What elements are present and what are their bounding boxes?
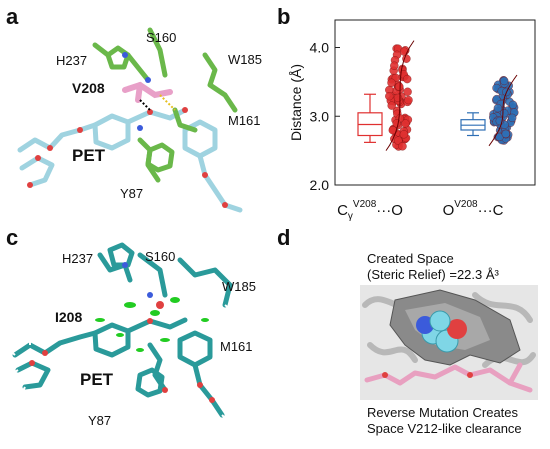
data-point [394, 136, 403, 145]
label-y87-c: Y87 [88, 413, 112, 428]
data-point [390, 61, 399, 70]
panel-b-label: b [277, 4, 291, 29]
label-h237: H237 [56, 53, 88, 68]
label-h237-c: H237 [62, 251, 94, 266]
y-tick-label: 4.0 [310, 40, 330, 56]
data-point [404, 95, 413, 105]
data-point [385, 91, 394, 101]
panel-a: a [0, 0, 275, 225]
data-point [493, 103, 503, 113]
x-category-label: CγV208···O [337, 199, 403, 222]
label-s160: S160 [146, 30, 177, 45]
data-point [387, 78, 396, 88]
data-point [395, 82, 404, 91]
label-m161-c: M161 [220, 339, 253, 354]
data-point [393, 93, 403, 103]
density-curve [385, 40, 415, 151]
data-point [501, 129, 511, 139]
panel-d-label: d [277, 225, 291, 250]
panel-d: d Created Space (Steric Relief) =22.3 Å³… [275, 225, 550, 449]
panel-d-structure [360, 285, 538, 400]
panel-c-label: c [6, 225, 19, 250]
created-space-title: Created Space (Steric Relief) =22.3 Å³ [367, 251, 499, 282]
data-point [401, 119, 410, 128]
y-tick-label: 3.0 [310, 108, 330, 124]
panel-a-structure [17, 27, 243, 213]
x-category-label: OV208···C [443, 199, 504, 219]
data-point [403, 87, 412, 97]
plot-frame [334, 19, 536, 186]
label-s160-c: S160 [145, 249, 176, 264]
data-point [507, 113, 517, 123]
data-point [398, 142, 407, 151]
created-space-caption: Reverse Mutation Creates Space V212-like… [367, 405, 522, 436]
data-point [499, 108, 509, 118]
label-pet: PET [72, 146, 106, 165]
panel-a-label: a [6, 4, 19, 29]
label-pet-c: PET [80, 370, 114, 389]
label-v208: V208 [72, 80, 105, 96]
label-m161: M161 [228, 113, 261, 128]
data-point [508, 100, 518, 110]
label-w185: W185 [228, 52, 262, 67]
data-point [499, 76, 509, 86]
data-point [402, 74, 412, 84]
data-point [387, 101, 396, 110]
y-tick-label: 2.0 [310, 177, 330, 193]
label-y87: Y87 [120, 186, 144, 201]
label-w185-c: W185 [222, 279, 256, 294]
density-curve [488, 74, 518, 147]
label-i208: I208 [55, 309, 83, 325]
data-point [399, 130, 409, 139]
panel-c: c [0, 225, 275, 449]
panel-c-structure [7, 242, 236, 424]
y-axis-label: Distance (Å) [288, 64, 304, 141]
